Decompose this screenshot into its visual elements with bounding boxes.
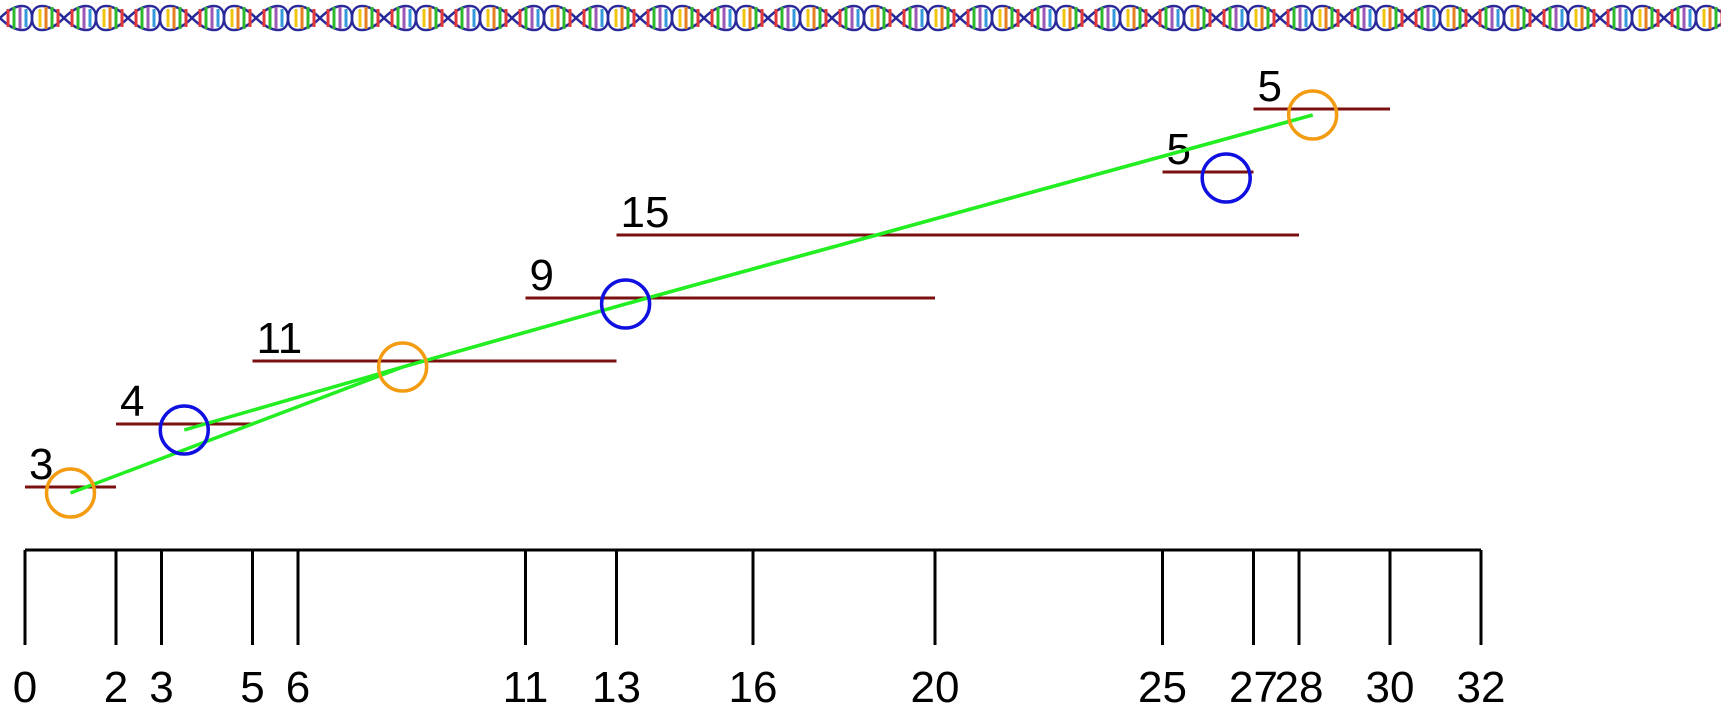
- tick-label: 25: [1138, 663, 1187, 703]
- tick-label: 30: [1366, 663, 1415, 703]
- interval-weight-label: 15: [621, 188, 670, 237]
- orange-marker-circle: [376, 341, 429, 393]
- markers-layer: [44, 89, 1339, 519]
- blue-marker-circle: [599, 278, 652, 330]
- tick-label: 11: [503, 663, 549, 703]
- tick-label: 13: [592, 663, 641, 703]
- chain-line: [183, 113, 1314, 432]
- tick-label: 5: [240, 663, 264, 703]
- tick-label: 3: [149, 663, 173, 703]
- dna-helix-banner: [0, 2, 1721, 38]
- tick-label: 6: [286, 663, 310, 703]
- tick-label: 0: [13, 663, 37, 703]
- orange-marker-circle: [44, 467, 97, 519]
- tick-label: 2: [104, 663, 128, 703]
- interval-weight-label: 9: [530, 251, 554, 300]
- interval-weight-label: 5: [1258, 62, 1282, 111]
- chains-layer: [69, 113, 1314, 495]
- chain-line: [69, 113, 1314, 495]
- tick-label: 32: [1457, 663, 1506, 703]
- tick-label: 16: [729, 663, 778, 703]
- interval-weight-label: 4: [120, 377, 144, 426]
- tick-label: 20: [911, 663, 960, 703]
- orange-marker-circle: [1286, 89, 1339, 141]
- tick-label: 28: [1275, 663, 1324, 703]
- blue-marker-circle: [158, 404, 210, 456]
- blue-marker-circle: [1200, 152, 1252, 204]
- tick-label: 27: [1229, 663, 1278, 703]
- interval-weight-label: 11: [257, 314, 303, 363]
